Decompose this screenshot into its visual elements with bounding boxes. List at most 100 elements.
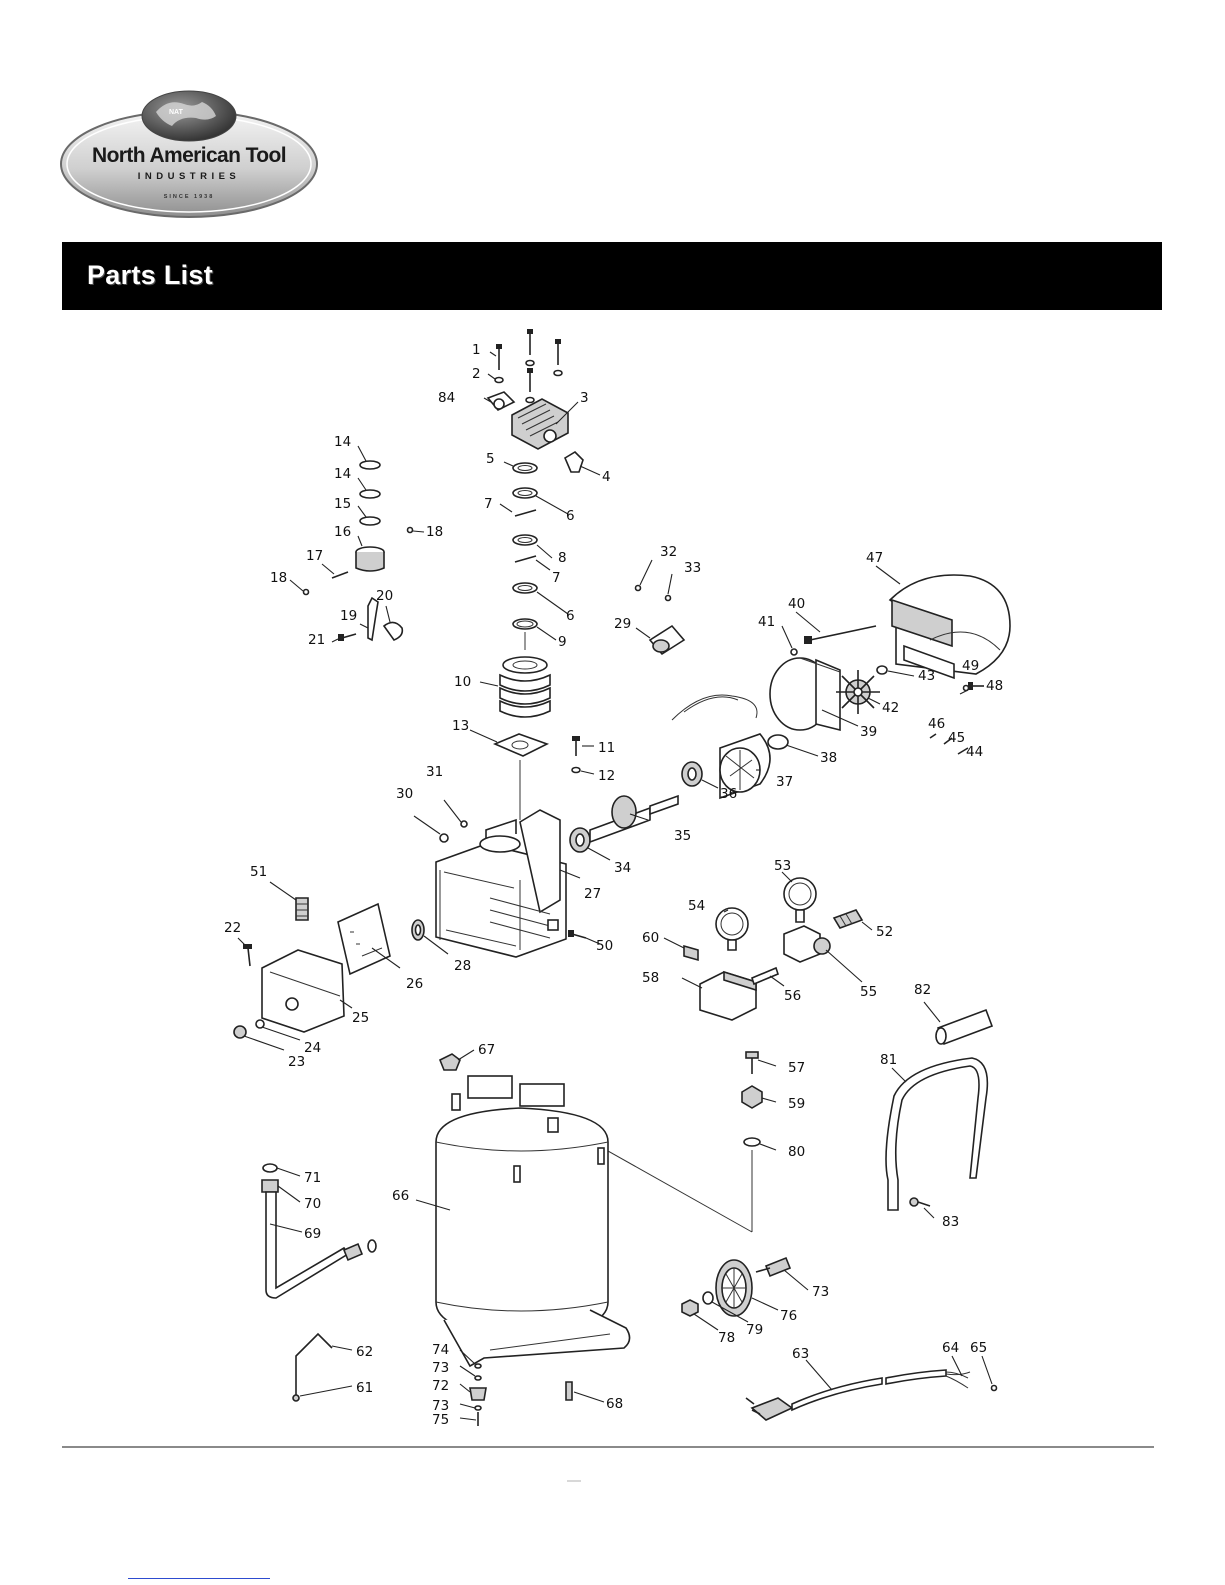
part-label: 52 — [876, 924, 893, 940]
oring-part-38 — [767, 734, 789, 750]
hardware-44-45-46 — [929, 733, 969, 755]
part-label: 11 — [598, 740, 615, 756]
part-label: 28 — [454, 958, 471, 974]
gasket-part-26 — [337, 902, 391, 976]
screw-11-washer-12 — [571, 736, 581, 774]
part-label: 47 — [866, 550, 883, 566]
hose-parts-69-71 — [261, 1163, 377, 1299]
fan-part-42 — [836, 670, 880, 714]
part-label: 12 — [598, 768, 615, 784]
screw-part-22 — [243, 944, 252, 967]
connecting-rod-19-20 — [367, 596, 404, 642]
motor-housing-part-39 — [769, 657, 841, 732]
part-label: 76 — [780, 1308, 797, 1324]
tank-part-66 — [435, 1075, 631, 1368]
part-label: 50 — [596, 938, 613, 954]
part-4-elbow — [563, 450, 584, 473]
screws-48-49 — [962, 682, 984, 692]
part-label: 6 — [566, 608, 575, 624]
part-label: 80 — [788, 1144, 805, 1160]
part-label: 75 — [432, 1412, 449, 1428]
screw-part-83 — [909, 1197, 931, 1207]
gauge-part-53 — [783, 877, 817, 923]
part-label: 14 — [334, 434, 351, 450]
screws-32-33 — [634, 584, 672, 602]
part-label: 84 — [438, 390, 455, 406]
part-label: 45 — [948, 730, 965, 746]
part-label: 41 — [758, 614, 775, 630]
part-label: 54 — [688, 898, 705, 914]
part-label: 16 — [334, 524, 351, 540]
part-label: 60 — [642, 930, 659, 946]
part-label: 36 — [720, 786, 737, 802]
plug-23-washer-24 — [233, 1019, 265, 1039]
part-label: 62 — [356, 1344, 373, 1360]
part-label: 43 — [918, 668, 935, 684]
part-label: 15 — [334, 496, 351, 512]
part-label: 59 — [788, 1096, 805, 1112]
part-label: 20 — [376, 588, 393, 604]
part-label: 33 — [684, 560, 701, 576]
part-label: 17 — [306, 548, 323, 564]
washer-part-43 — [876, 665, 888, 675]
part-label: 82 — [914, 982, 931, 998]
part-label: 40 — [788, 596, 805, 612]
manifold-part-55 — [783, 925, 831, 963]
part-label: 72 — [432, 1378, 449, 1394]
capacitor-part-29 — [648, 624, 686, 656]
axle-part-73 — [755, 1256, 792, 1278]
screw-part-50 — [568, 930, 587, 939]
bearing-part-36 — [681, 761, 703, 787]
part-label: 32 — [660, 544, 677, 560]
part-label: 74 — [432, 1342, 449, 1358]
part-label: 49 — [962, 658, 979, 674]
nut-78-washer-79 — [681, 1291, 714, 1317]
part-label: 55 — [860, 984, 877, 1000]
screws-30-31 — [439, 820, 468, 843]
fitting-part-60 — [683, 944, 699, 962]
wires-64-65 — [945, 1371, 998, 1392]
part-label: 8 — [558, 550, 567, 566]
part-number-labels: 1 2 3 84 4 5 6 7 8 7 6 9 10 13 11 12 14 … — [224, 342, 1003, 1428]
part-label: 19 — [340, 608, 357, 624]
part-label: 65 — [970, 1340, 987, 1356]
part-label: 63 — [792, 1346, 809, 1362]
part-label: 79 — [746, 1322, 763, 1338]
part-label: 66 — [392, 1188, 409, 1204]
bolt-57-nut-59-washer-80 — [741, 1051, 763, 1147]
page-marker — [567, 1480, 581, 1482]
gasket-part-13 — [492, 733, 550, 757]
logo-brand-sub: INDUSTRIES — [138, 171, 241, 182]
part-label: 73 — [432, 1398, 449, 1414]
part-label: 64 — [942, 1340, 959, 1356]
part-label: 69 — [304, 1226, 321, 1242]
cover-part-25 — [261, 949, 345, 1033]
part-label: 51 — [250, 864, 267, 880]
part-label: 48 — [986, 678, 1003, 694]
part-label: 6 — [566, 508, 575, 524]
crankcase-part-27 — [435, 809, 567, 958]
part-label: 44 — [966, 744, 983, 760]
part-label: 24 — [304, 1040, 321, 1056]
bottom-divider — [62, 1446, 1154, 1448]
part-label: 34 — [614, 860, 631, 876]
footer-link-underline — [128, 1578, 270, 1579]
crankshaft-part-35 — [589, 794, 679, 844]
logo-badge-text: NAT — [169, 109, 184, 116]
part-label: 38 — [820, 750, 837, 766]
banner-title: Parts List — [87, 260, 214, 290]
part-label: 21 — [308, 632, 325, 648]
part-label: 58 — [642, 970, 659, 986]
part-label: 71 — [304, 1170, 321, 1186]
part-label: 18 — [426, 524, 443, 540]
part-label: 39 — [860, 724, 877, 740]
part-label: 13 — [452, 718, 469, 734]
part-label: 70 — [304, 1196, 321, 1212]
parts-61-62 — [292, 1332, 333, 1402]
part-label: 23 — [288, 1054, 305, 1070]
parts-list-banner: Parts List — [62, 242, 1162, 310]
north-american-tool-logo: NAT North American Tool INDUSTRIES SINCE… — [60, 90, 318, 218]
bearing-part-34 — [569, 827, 591, 853]
elbow-part-67 — [438, 1053, 461, 1071]
part-label: 83 — [942, 1214, 959, 1230]
